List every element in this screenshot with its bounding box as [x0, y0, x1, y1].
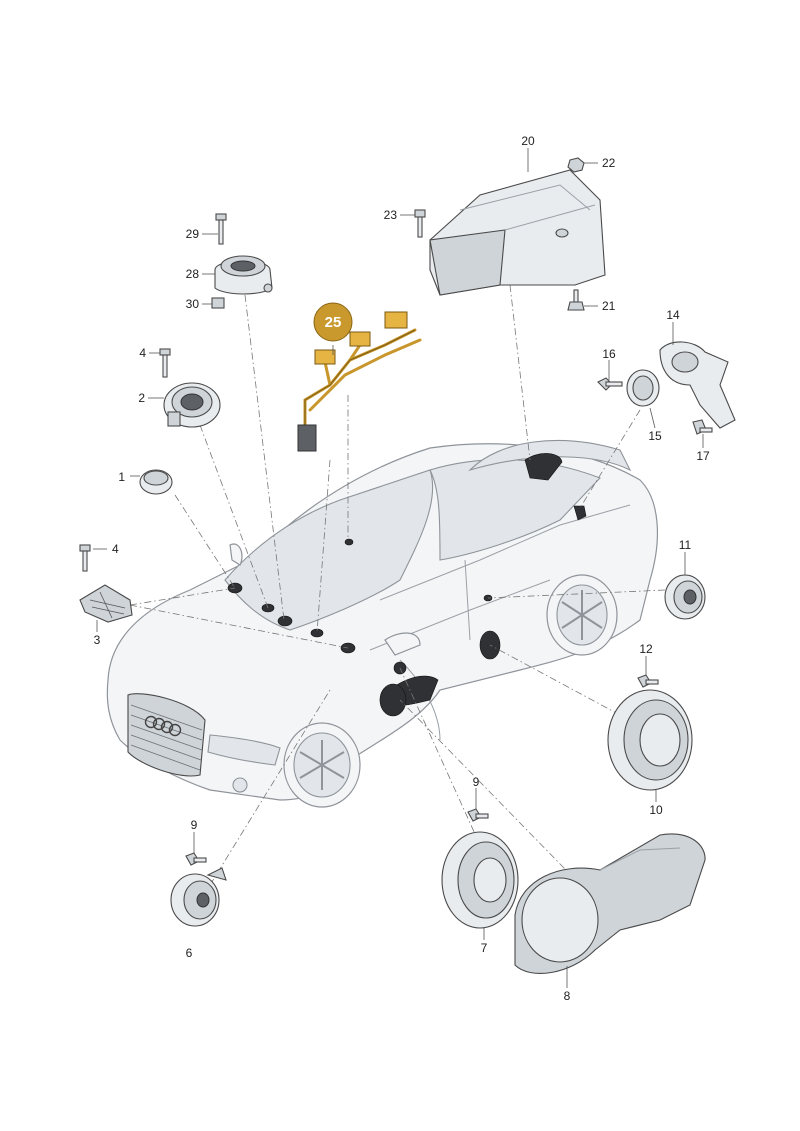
callout-3: 3 [94, 633, 101, 647]
callout-8: 8 [564, 989, 571, 1003]
callout-2: 2 [138, 391, 145, 405]
callout-4-upper: 4 [139, 346, 146, 360]
part-17-clip [692, 419, 713, 435]
part-9-screw-right [467, 808, 489, 822]
callout-7: 7 [481, 941, 488, 955]
callout-9-left: 9 [191, 818, 198, 832]
callout-25: 25 [325, 314, 342, 331]
callout-15: 15 [648, 429, 662, 443]
part-8-panel [514, 833, 706, 974]
part-16-screw [597, 377, 623, 391]
part-21-bolt [567, 289, 585, 311]
callout-9-right: 9 [473, 775, 480, 789]
part-6-speaker [170, 867, 227, 927]
callout-22: 22 [602, 156, 616, 170]
callout-28: 28 [186, 267, 200, 281]
part-25-wiring-harness [297, 311, 422, 452]
part-23-bolt [414, 209, 426, 238]
part-2-speaker [163, 382, 221, 428]
callout-21: 21 [602, 299, 616, 313]
callout-30: 30 [186, 297, 200, 311]
callout-4-lower: 4 [112, 542, 119, 556]
callout-17: 17 [696, 449, 710, 463]
part-30-clip [211, 297, 225, 309]
callout-29: 29 [186, 227, 200, 241]
callout-14: 14 [666, 308, 680, 322]
rear-wheel [546, 574, 618, 656]
callout-6: 6 [186, 946, 193, 960]
front-wheel [283, 722, 361, 808]
callout-1: 1 [118, 470, 125, 484]
car-body [106, 439, 658, 808]
part-14-bracket [659, 341, 736, 429]
part-10-speaker [607, 689, 693, 791]
car-logo-rings [144, 715, 182, 737]
callout-23: 23 [384, 208, 398, 222]
callout-leaders [93, 148, 704, 988]
part-9-screw-left [185, 852, 207, 866]
callout-11: 11 [679, 538, 692, 552]
callout-20: 20 [521, 134, 535, 148]
part-15-tweeter [626, 369, 660, 407]
part-1-tweeter [139, 469, 173, 495]
part-3-bracket [79, 584, 133, 623]
leader-lines [129, 284, 666, 911]
part-12-screw [637, 674, 659, 688]
part-20-amplifier [429, 169, 606, 296]
part-22-nut [567, 157, 585, 173]
callout-numbers: 1 2 3 4 4 6 7 8 9 9 10 11 12 14 15 16 17… [94, 134, 710, 1003]
part-29-screw [215, 213, 227, 245]
callout-25-badge [313, 302, 353, 342]
callout-12: 12 [639, 642, 653, 656]
part-11-speaker [664, 574, 706, 620]
part-4-screw-lower [79, 544, 91, 572]
part-28-speaker [214, 255, 273, 295]
callout-16: 16 [602, 347, 616, 361]
callout-10: 10 [649, 803, 663, 817]
part-7-speaker [441, 831, 519, 929]
part-4-screw-upper [159, 348, 171, 378]
